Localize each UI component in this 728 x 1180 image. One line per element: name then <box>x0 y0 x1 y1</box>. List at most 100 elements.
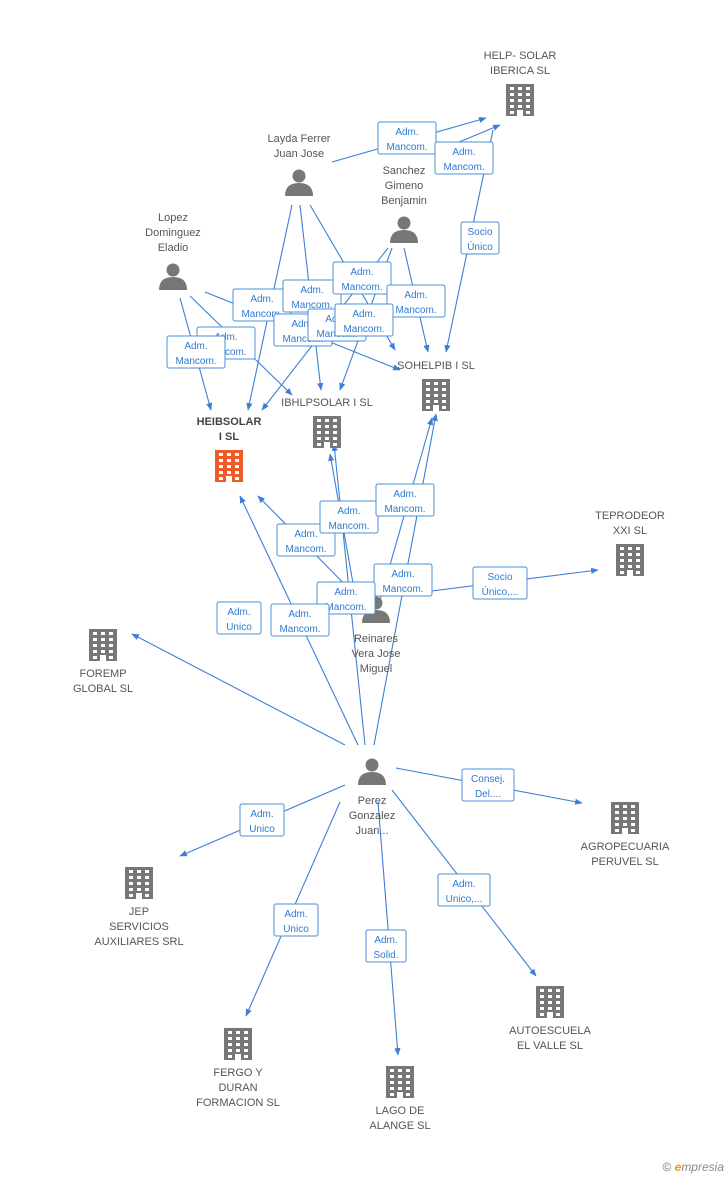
node-label-line: Lopez <box>158 212 188 224</box>
person-icon <box>358 758 386 785</box>
edge-perez-to-lago <box>377 801 401 1056</box>
relation-label[interactable]: Adm. Mancom. <box>334 303 394 337</box>
relation-label[interactable]: Adm.Unico <box>273 903 319 937</box>
relation-label-text: Adm. <box>250 809 273 820</box>
building-icon <box>506 84 534 116</box>
relation-label[interactable]: Consej.Del.... <box>461 768 515 802</box>
relation-label[interactable]: Adm. Mancom. <box>270 603 330 637</box>
node-label-line: AUTOESCUELA <box>509 1025 591 1037</box>
relation-label-box <box>334 303 394 337</box>
relation-label[interactable]: Adm.Mancom. <box>386 284 446 318</box>
relation-label[interactable]: Adm.Mancom. <box>232 288 292 322</box>
relation-label-text: Único <box>467 240 493 253</box>
node-label-line: HEIBSOLAR <box>197 416 262 428</box>
relation-label-text: Adm. <box>374 935 397 946</box>
relation-label-box <box>434 141 494 175</box>
relation-label[interactable]: Adm.Mancom. <box>319 500 379 534</box>
relation-label-text: Mancom. <box>386 142 427 153</box>
relation-label-text: Unico <box>249 824 275 835</box>
relation-label-text: Adm. <box>291 319 314 330</box>
node-jep[interactable]: JEP SERVICIOS AUXILIARES SRL <box>94 867 184 948</box>
building-icon <box>611 802 639 834</box>
node-perez[interactable]: PerezGonzalezJuan... <box>349 758 395 838</box>
relation-label[interactable]: Adm.Solid. <box>365 929 407 963</box>
building-icon <box>536 986 564 1018</box>
relation-label-text: Adm. <box>452 147 475 158</box>
relation-label-box <box>437 873 491 907</box>
building-icon <box>313 416 341 448</box>
node-label-line: SERVICIOS <box>109 921 169 933</box>
relation-label[interactable]: SocioÚnico,... <box>472 566 528 600</box>
relation-label-text: Mancom. <box>282 334 323 345</box>
node-label-line: Gonzalez <box>349 810 395 822</box>
person-icon <box>390 216 418 243</box>
relation-label[interactable]: Adm.Mancom. <box>375 483 435 517</box>
relation-label[interactable]: Adm.Mancom. <box>377 121 437 155</box>
relation-label[interactable]: Adm.Mancom. <box>166 335 226 369</box>
node-heibsolar[interactable]: HEIBSOLAR I SL <box>197 416 262 482</box>
relation-label-text: Adm. <box>352 309 375 320</box>
relation-label[interactable]: Adm.Unico,... <box>437 873 491 907</box>
node-label-line: Miguel <box>360 663 392 675</box>
building-icon <box>386 1066 414 1098</box>
relation-label-text: Consej. <box>471 774 505 785</box>
relation-label-box <box>373 563 433 597</box>
relation-label-text: Mancom. <box>343 324 384 335</box>
relation-label-box <box>375 483 435 517</box>
relation-label-text: Mancom. <box>395 305 436 316</box>
empresia-watermark[interactable]: © empresia <box>662 1160 724 1174</box>
node-label-line: PERUVEL SL <box>591 856 658 868</box>
relation-labels-layer: Adm.Mancom.Adm.Mancom.SocioÚnicoAdm.Manc… <box>166 121 528 963</box>
relation-label[interactable]: Adm. Unico <box>239 803 285 837</box>
relation-label-text: Socio <box>487 572 512 583</box>
node-label-line: SOHELPIB I SL <box>397 360 475 372</box>
relation-label-box <box>270 603 330 637</box>
node-label-line: LAGO DE <box>376 1105 425 1117</box>
relation-label-text: Mancom. <box>279 624 320 635</box>
node-label-line: AUXILIARES SRL <box>94 936 183 948</box>
building-icon <box>422 379 450 411</box>
person-icon <box>159 263 187 290</box>
relation-label[interactable]: Adm.Mancom. <box>282 279 342 313</box>
relation-label-box <box>273 903 319 937</box>
relation-label[interactable]: Adm.Unico <box>216 601 262 635</box>
node-label-line: Reinares <box>354 633 399 645</box>
building-icon <box>125 867 153 899</box>
node-label-line: I SL <box>219 431 239 443</box>
node-label-line: GLOBAL SL <box>73 683 133 695</box>
relation-label-text: Socio <box>467 227 492 238</box>
relation-label-text: Adm. <box>391 569 414 580</box>
relation-label[interactable]: Adm.Mancom. <box>332 261 392 295</box>
relation-label-box <box>460 221 500 255</box>
relation-label-text: Mancom. <box>382 584 423 595</box>
relation-label[interactable]: Adm.Mancom. <box>316 581 376 615</box>
relation-label-box <box>386 284 446 318</box>
relation-label[interactable]: Adm.Mancom. <box>434 141 494 175</box>
node-label-line: JEP <box>129 906 149 918</box>
node-label-line: HELP- SOLAR <box>484 50 557 62</box>
relation-label-box <box>332 261 392 295</box>
node-label-line: IBHLPSOLAR I SL <box>281 397 373 409</box>
relation-label-box <box>239 803 285 837</box>
relation-label-text: Mancom. <box>325 602 366 613</box>
relation-label-text: Mancom. <box>285 544 326 555</box>
node-sohelpib[interactable]: SOHELPIB I SL <box>397 360 475 411</box>
relation-label[interactable]: Adm. Mancom. <box>373 563 433 597</box>
relation-label-text: Adm. <box>452 879 475 890</box>
node-label-line: FORMACION SL <box>196 1097 280 1109</box>
relation-label-text: Adm. <box>288 609 311 620</box>
node-ibhlpsolar[interactable]: IBHLPSOLAR I SL <box>281 397 373 448</box>
relation-label-text: Mancom. <box>328 521 369 532</box>
relation-label-text: Adm. <box>227 607 250 618</box>
